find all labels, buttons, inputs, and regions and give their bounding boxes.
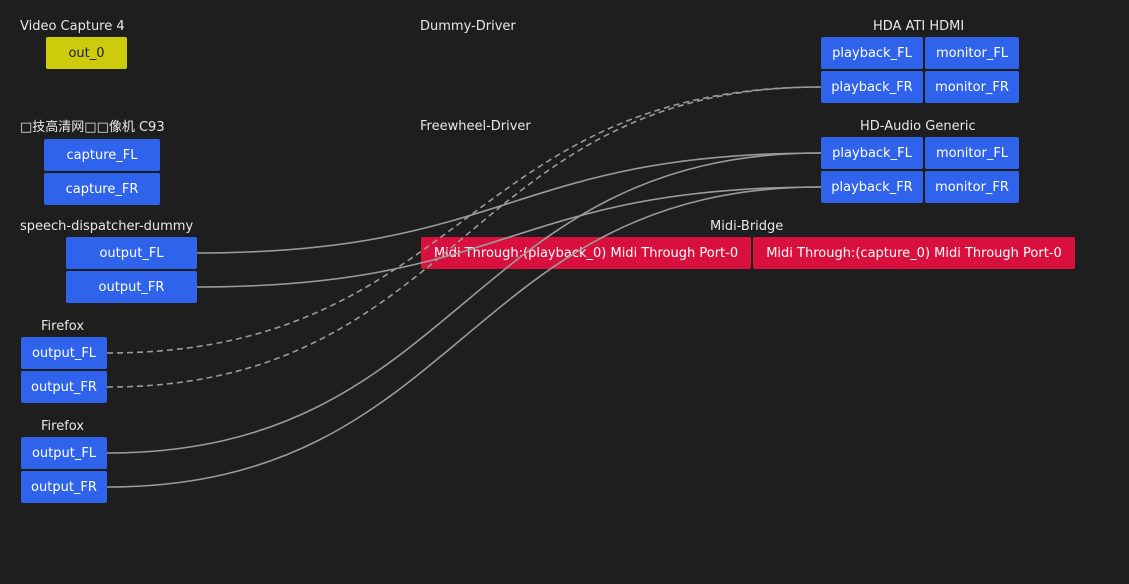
port-firefox1-output-fr[interactable]: output_FR (21, 371, 107, 403)
node-title-freewheel-driver: Freewheel-Driver (420, 119, 531, 134)
port-hdaudio-playback-fr[interactable]: playback_FR (821, 171, 923, 203)
node-title-speech-dispatcher: speech-dispatcher-dummy (20, 219, 194, 234)
port-camera-capture-fr[interactable]: capture_FR (44, 173, 160, 205)
port-hdmi-monitor-fr[interactable]: monitor_FR (925, 71, 1019, 103)
port-camera-capture-fl[interactable]: capture_FL (44, 139, 160, 171)
port-midi-capture-0[interactable]: Midi Through:(capture_0) Midi Through Po… (753, 237, 1075, 269)
port-hdmi-monitor-fl[interactable]: monitor_FL (925, 37, 1019, 69)
port-hdmi-playback-fr[interactable]: playback_FR (821, 71, 923, 103)
port-hdaudio-monitor-fr[interactable]: monitor_FR (925, 171, 1019, 203)
port-midi-playback-0[interactable]: Midi Through:(playback_0) Midi Through P… (421, 237, 751, 269)
port-firefox2-output-fr[interactable]: output_FR (21, 471, 107, 503)
node-title-video-capture: Video Capture 4 (20, 19, 125, 34)
link-firefox2-fl-to-hdaudio-playback-fl[interactable] (106, 152, 822, 454)
node-title-firefox-2: Firefox (41, 419, 85, 434)
node-title-camera: □技高清网□□像机 C93 (20, 120, 165, 135)
port-firefox2-output-fl[interactable]: output_FL (21, 437, 107, 469)
port-hdaudio-monitor-fl[interactable]: monitor_FL (925, 137, 1019, 169)
port-hdmi-playback-fl[interactable]: playback_FL (821, 37, 923, 69)
port-firefox1-output-fl[interactable]: output_FL (21, 337, 107, 369)
node-title-midi-bridge: Midi-Bridge (710, 219, 784, 234)
port-hdaudio-playback-fl[interactable]: playback_FL (821, 137, 923, 169)
node-title-hda-ati-hdmi: HDA ATI HDMI (873, 19, 965, 34)
node-title-dummy-driver: Dummy-Driver (420, 19, 516, 34)
node-title-hd-audio-generic: HD-Audio Generic (860, 119, 976, 134)
port-speech-output-fl[interactable]: output_FL (66, 237, 197, 269)
port-video-capture-out-0[interactable]: out_0 (46, 37, 127, 69)
node-title-firefox-1: Firefox (41, 319, 85, 334)
port-speech-output-fr[interactable]: output_FR (66, 271, 197, 303)
